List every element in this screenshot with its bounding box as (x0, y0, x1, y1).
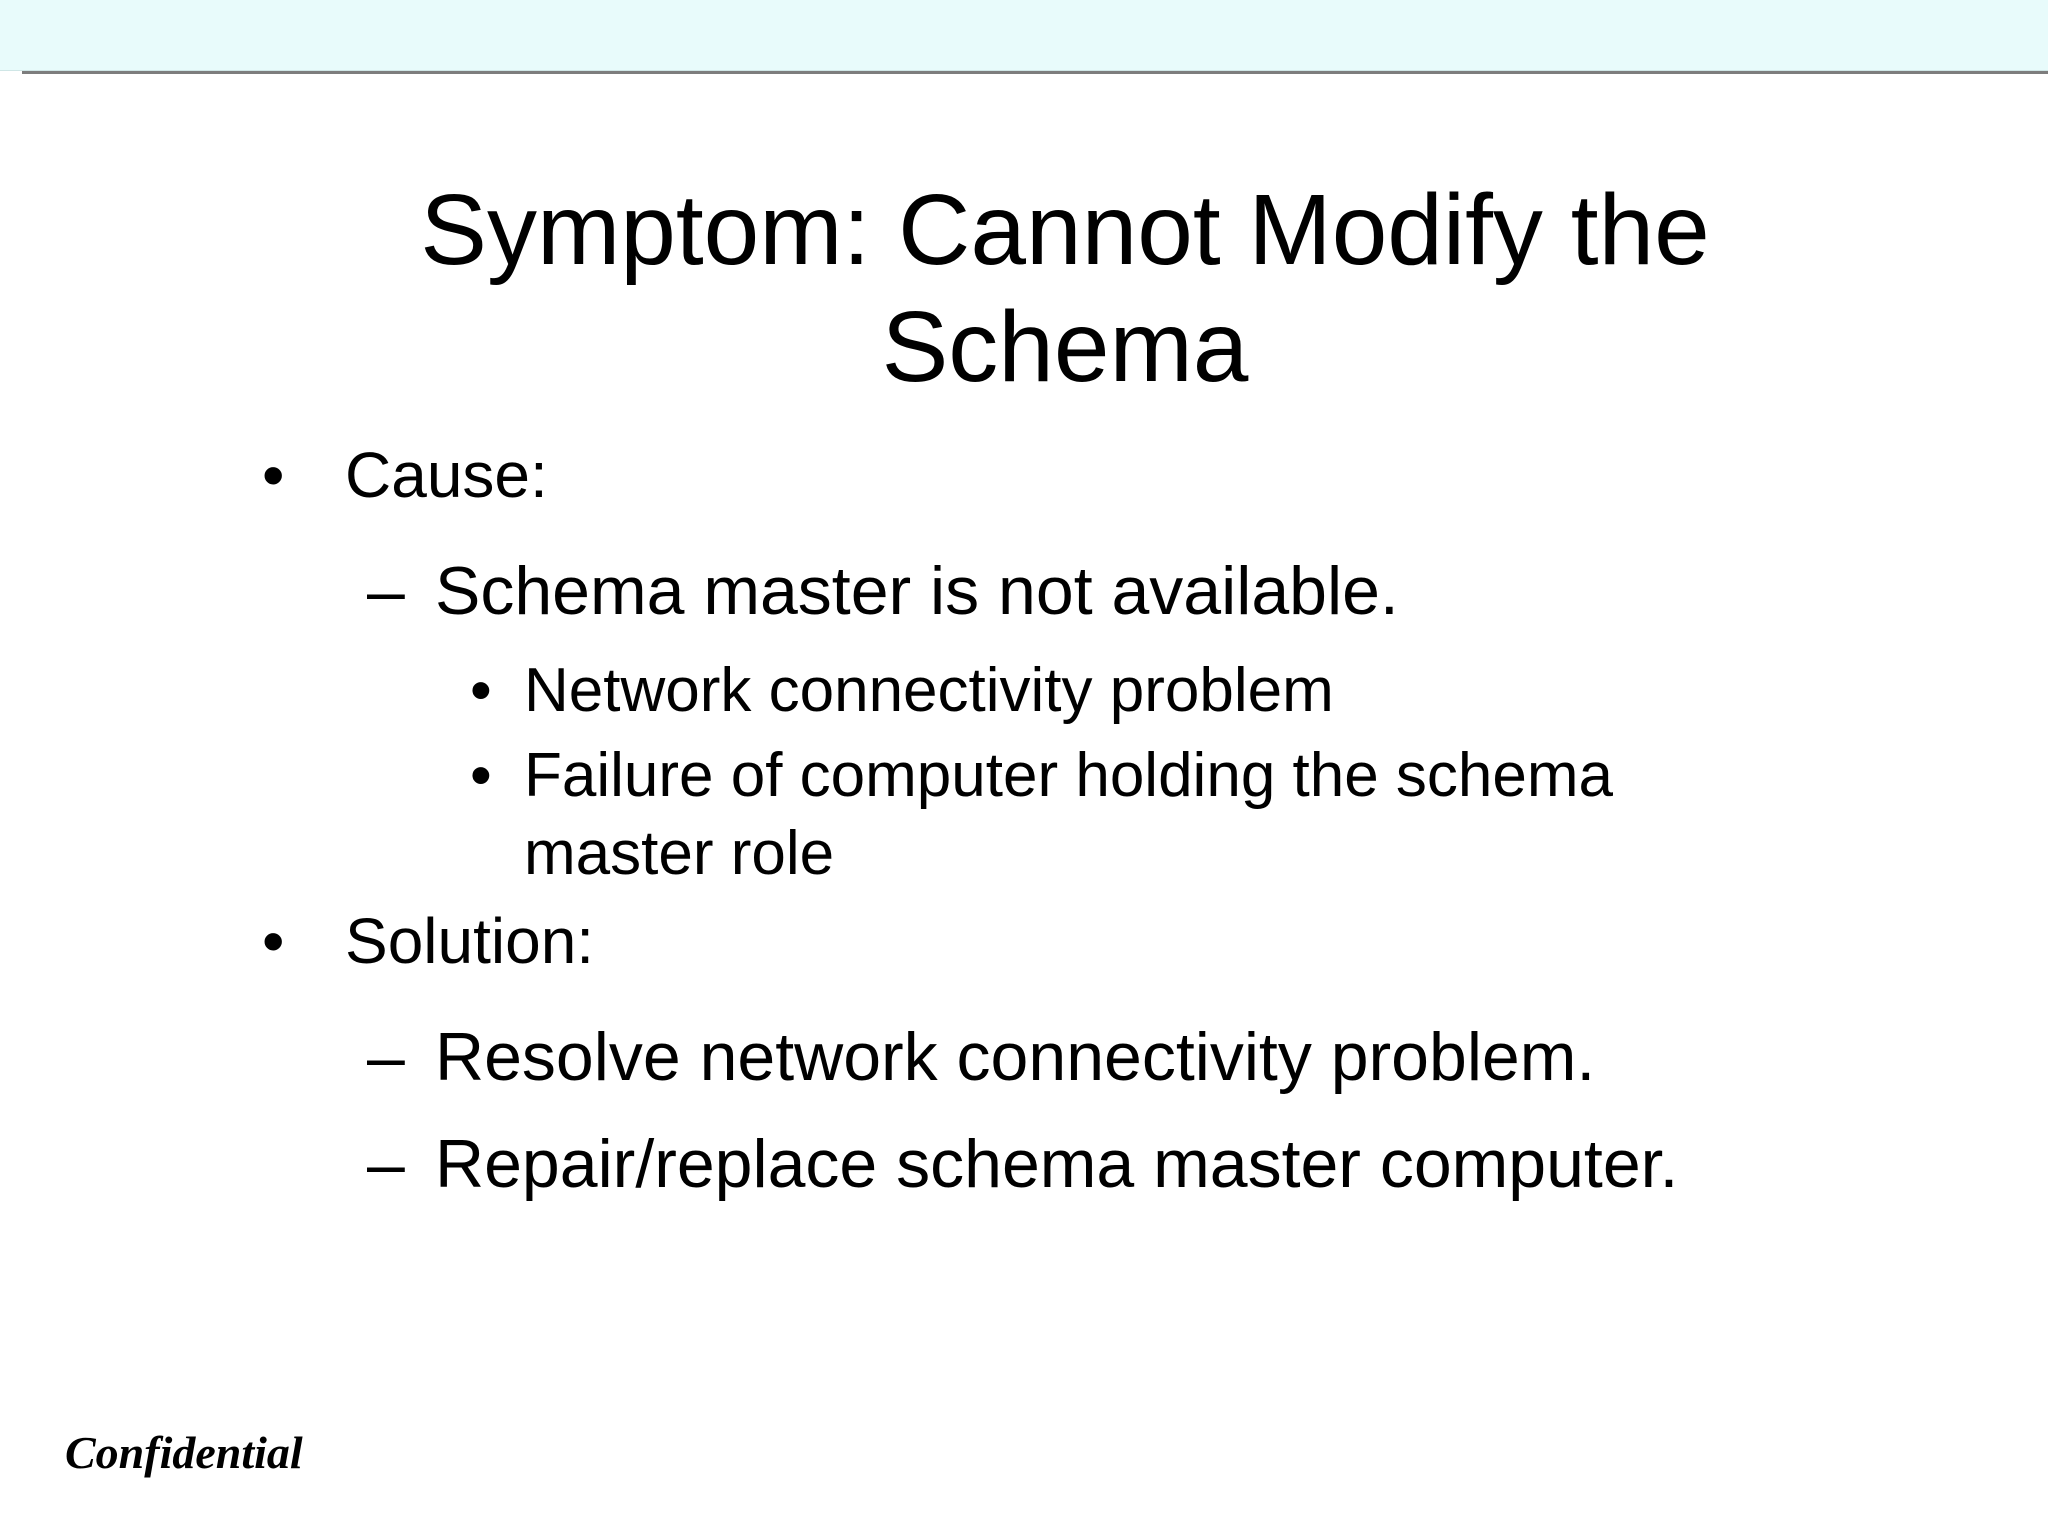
bullet-text: Repair/replace schema master computer. (435, 1126, 1679, 1202)
bullet-text: Failure of computer holding the schema m… (524, 741, 1614, 888)
bullet-text: Resolve network connectivity problem. (435, 1019, 1596, 1095)
bullet-text: Solution: (345, 905, 595, 977)
bullet-marker: • (262, 439, 285, 511)
bullet-text: Cause: (345, 439, 548, 511)
bullet-marker: • (470, 741, 492, 810)
header-divider (22, 71, 2048, 74)
sub-bullet-schema-master: – Schema master is not available. (367, 551, 1399, 631)
dash-marker: – (367, 1126, 405, 1202)
header-band (0, 0, 2048, 71)
bullet-cause: • Cause: (262, 437, 548, 513)
slide-title: Symptom: Cannot Modify the Schema (420, 174, 1710, 403)
sub-bullet-resolve: – Resolve network connectivity problem. (367, 1017, 1595, 1097)
sub-bullet-repair: – Repair/replace schema master computer. (367, 1124, 1678, 1204)
detail-bullet-failure: • Failure of computer holding the schema… (470, 737, 1724, 893)
confidential-label: Confidential (65, 1427, 303, 1478)
bullet-text: Network connectivity problem (524, 656, 1334, 725)
detail-bullet-network: • Network connectivity problem (470, 652, 1724, 730)
bullet-solution: • Solution: (262, 903, 594, 979)
dash-marker: – (367, 1019, 405, 1095)
bullet-marker: • (262, 905, 285, 977)
bullet-marker: • (470, 656, 492, 725)
bullet-text: Schema master is not available. (435, 553, 1399, 629)
dash-marker: – (367, 553, 405, 629)
